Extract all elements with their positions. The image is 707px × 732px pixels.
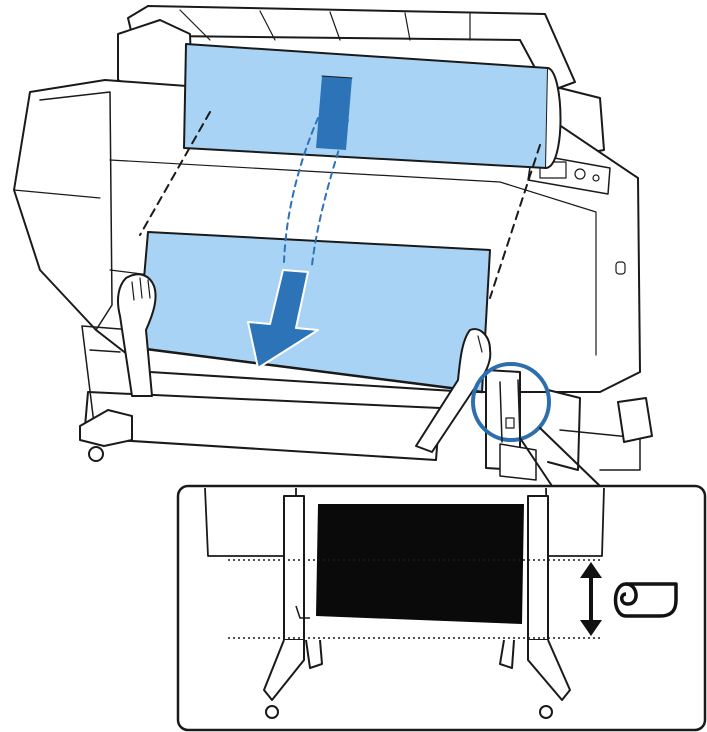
detail-right-post [527,495,549,641]
stand-left [79,409,133,447]
left-hand [117,273,157,397]
paper-roll-top [183,43,549,169]
feed-strip-top [316,76,352,150]
paper-basket [83,391,441,461]
detail-paper-sheet [316,504,524,624]
up-down-arrow-icon [580,562,602,636]
dashed-path-left [139,111,211,236]
dashed-feed-inner-left [283,117,319,263]
detail-panel [176,484,707,732]
callout-circle [471,362,551,442]
basket-arm-right [617,397,653,443]
dashed-path-right [489,144,541,299]
callout-pointer [519,427,601,487]
paper-roll-icon [613,582,678,618]
down-arrow-icon [247,269,319,369]
dashed-feed-inner-right [311,119,349,266]
